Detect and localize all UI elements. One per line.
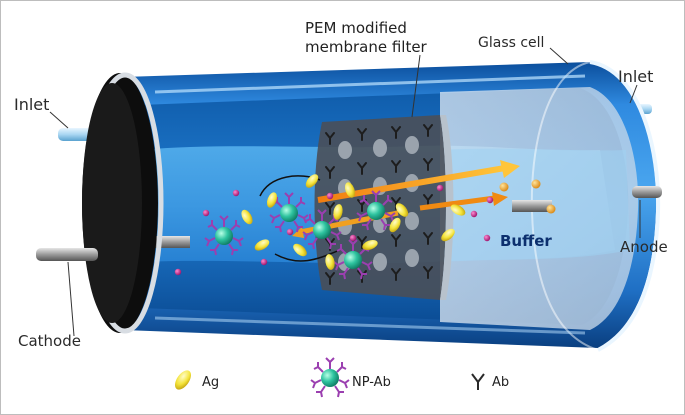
anode-rod-inner — [512, 200, 552, 212]
glass-cell-label: Glass cell — [478, 35, 544, 51]
right-rim — [589, 60, 661, 352]
membrane-edge — [440, 115, 454, 300]
ions — [174, 184, 494, 276]
pem-label-line2: membrane filter — [305, 38, 428, 56]
legend: Ag NP-Ab Ab — [175, 357, 509, 398]
ag-legend-icon — [175, 370, 191, 390]
legend-np-ab: NP-Ab — [352, 375, 391, 390]
cathode-label: Cathode — [18, 332, 81, 350]
tube-highlight-bottom — [154, 316, 586, 335]
pem-label-line1: PEM modified — [305, 19, 407, 37]
legend-ab: Ab — [492, 375, 509, 390]
inlet-right-label: Inlet — [618, 67, 653, 86]
ag-particles — [241, 174, 466, 270]
anode-rod — [632, 186, 662, 198]
cathode-rod — [36, 248, 98, 261]
silver-ions-anode — [499, 179, 556, 214]
legend-ag: Ag — [202, 375, 219, 390]
leader-lines — [49, 47, 641, 337]
left-end-face — [82, 83, 142, 323]
inlet-left-label: Inlet — [14, 95, 49, 114]
tube-highlight — [154, 74, 586, 94]
anode-label: Anode — [620, 238, 668, 256]
wire-lower — [274, 249, 341, 262]
buffer-label: Buffer — [500, 232, 552, 250]
ab-legend-icon — [471, 373, 485, 390]
